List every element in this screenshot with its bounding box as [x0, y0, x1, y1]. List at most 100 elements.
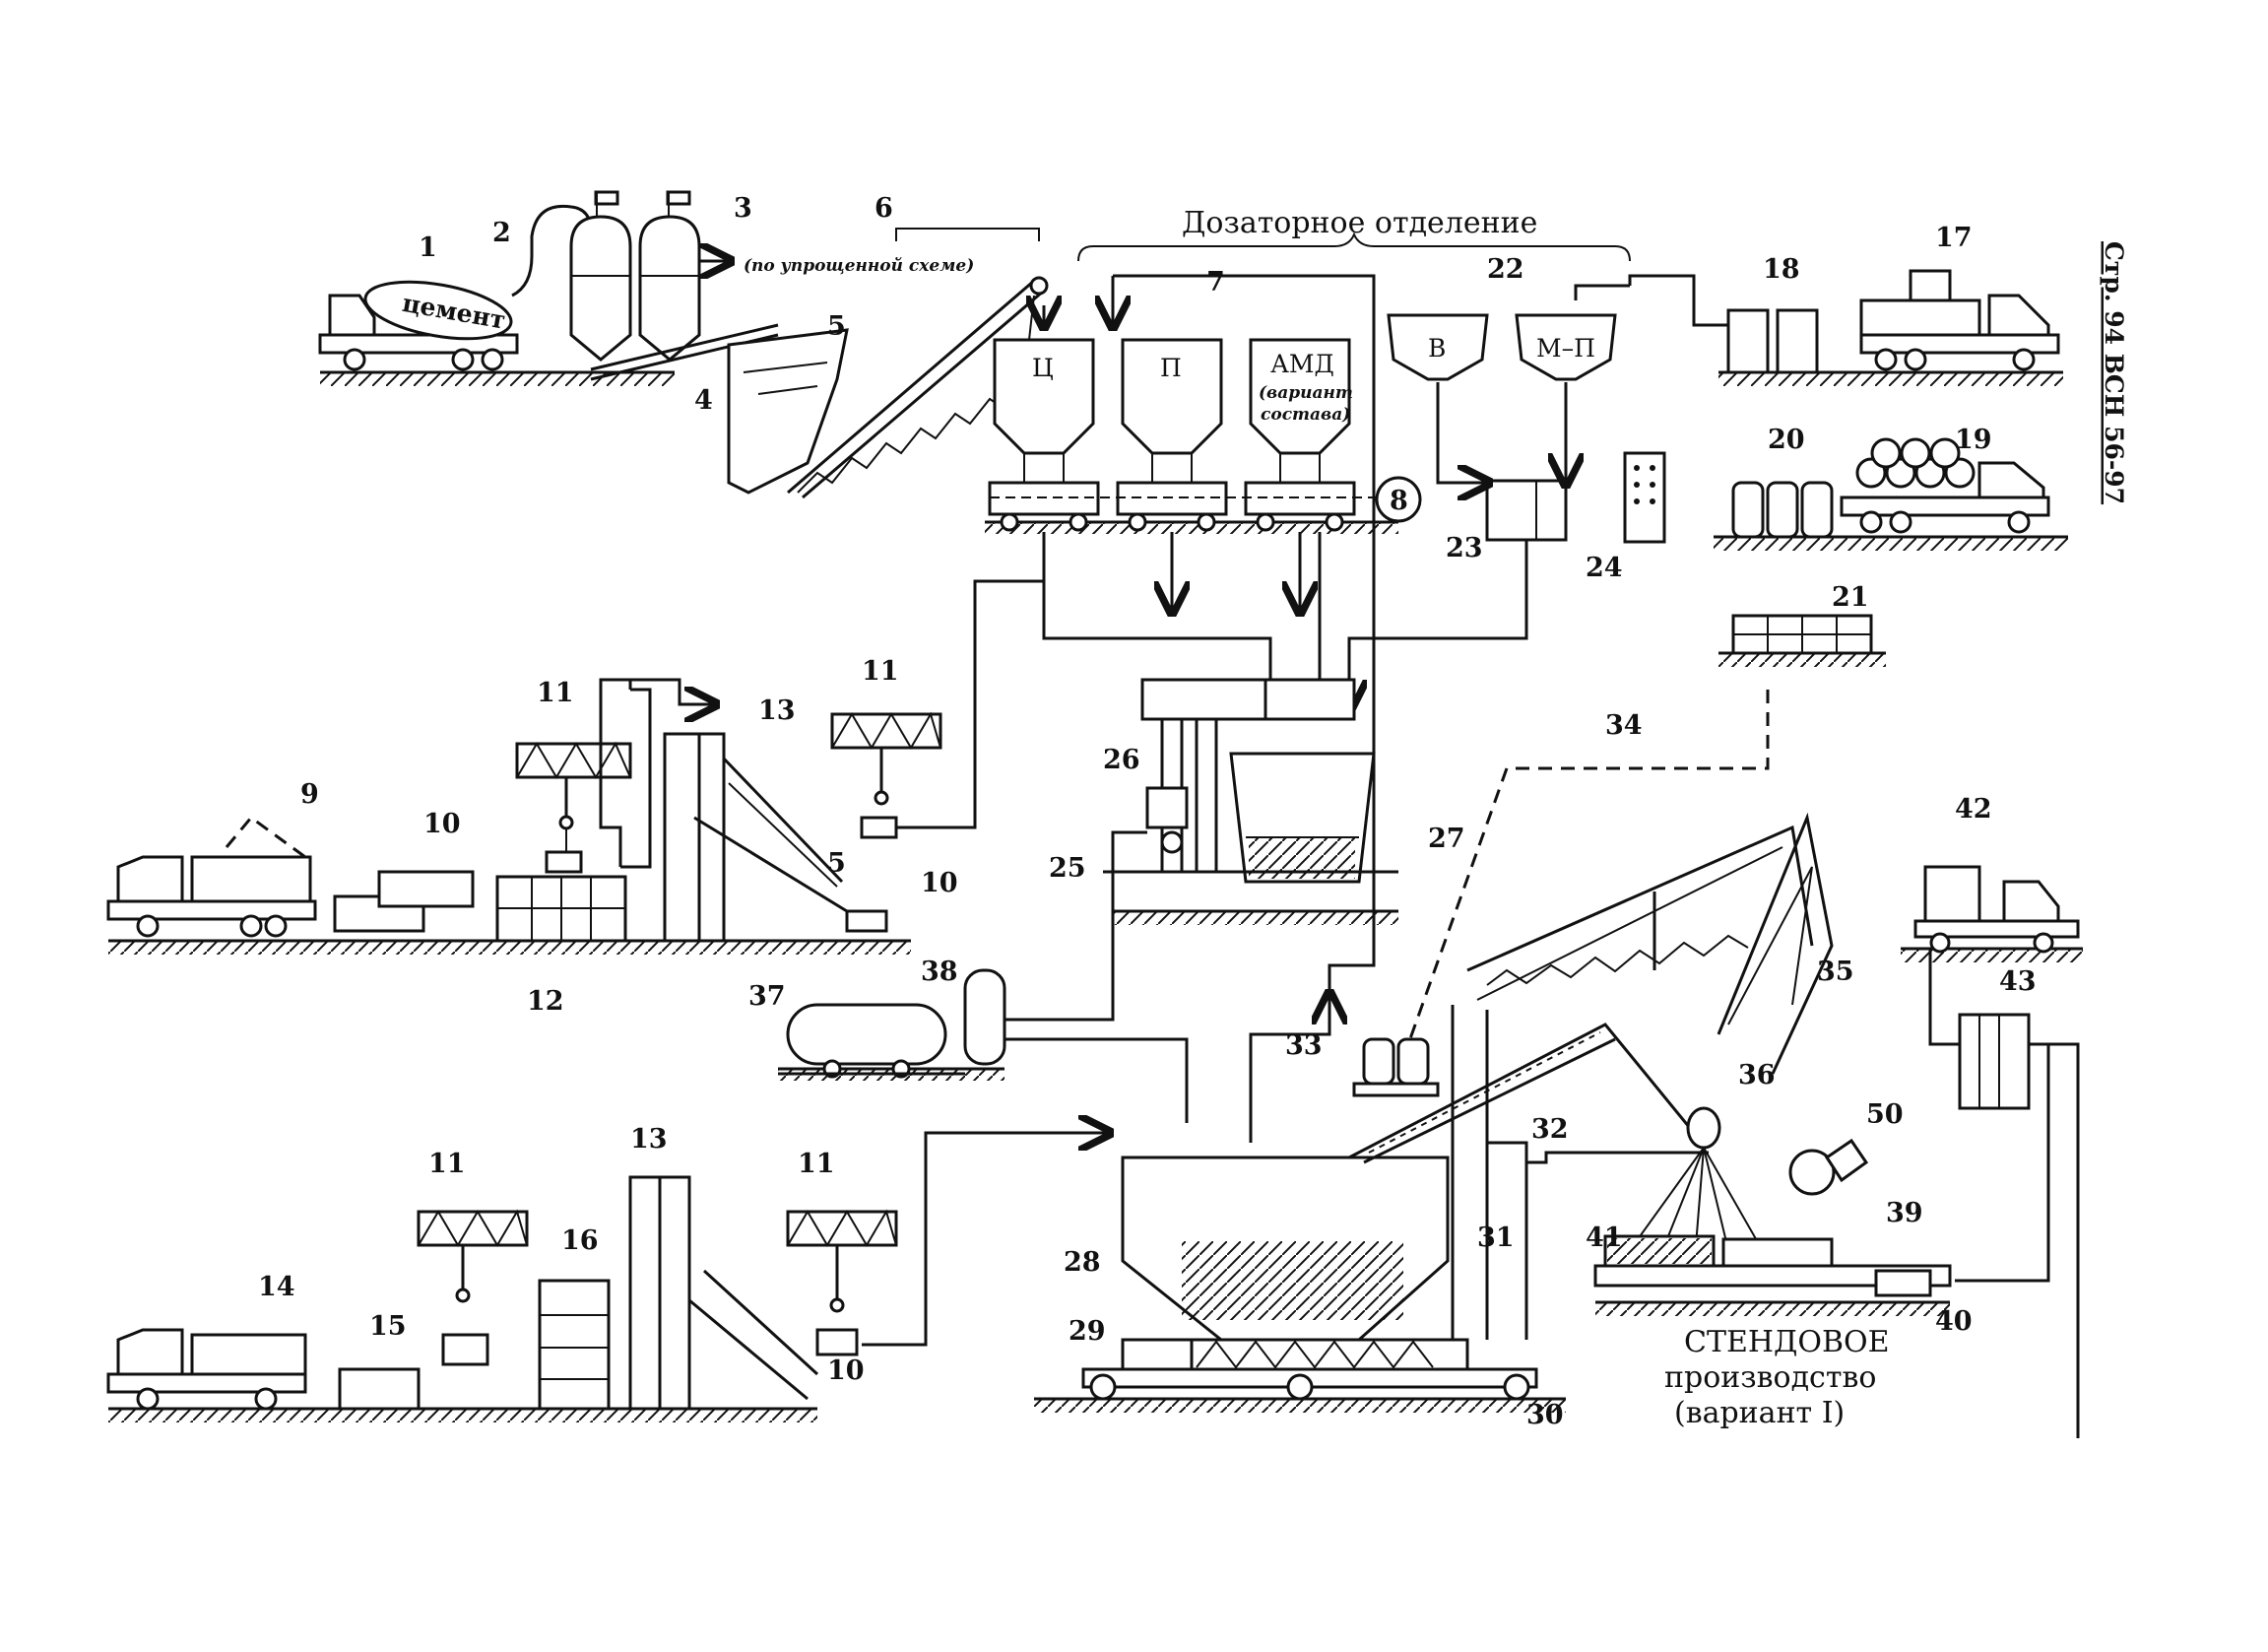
pos-5a: 5 [827, 311, 846, 342]
pos-17: 17 [1935, 223, 1973, 253]
pos-6: 6 [875, 193, 893, 224]
receiving-hopper-bottom [628, 1175, 819, 1411]
pos-26: 26 [1103, 745, 1140, 775]
pneumatic-pipeline [511, 204, 593, 297]
reinforcement-frames [1958, 1013, 2031, 1110]
pos-41: 41 [1586, 1222, 1623, 1253]
page-reference: Стр. 94 ВСН 56-97 [2100, 241, 2128, 504]
pos-33: 33 [1285, 1030, 1323, 1061]
concrete-mixer [1103, 678, 1398, 884]
simplified-scheme-note: (по упрощенной схеме) [744, 256, 974, 276]
air-line [1004, 830, 1189, 1123]
middle-line-connections [599, 532, 1046, 869]
pos-37: 37 [748, 981, 786, 1012]
boom-arm [1717, 812, 1834, 1075]
reinforcement-truck [1913, 865, 2080, 954]
pos-31: 31 [1477, 1222, 1515, 1253]
block-warehouse [1731, 614, 1873, 655]
hopper-sand-label: П [1160, 354, 1182, 382]
pos-30: 30 [1526, 1400, 1564, 1430]
pos-4: 4 [694, 385, 713, 416]
bottom-pallet-stack [338, 1367, 421, 1411]
pos-38: 38 [921, 957, 958, 987]
pos-2: 2 [492, 218, 511, 248]
pos-29: 29 [1069, 1316, 1106, 1347]
admixture-truck [1859, 269, 2060, 371]
cement-silos [569, 190, 701, 362]
pos-10c: 10 [827, 1355, 865, 1386]
block-stack [495, 875, 627, 943]
aggregate-truck [106, 815, 317, 938]
pos-15: 15 [369, 1311, 407, 1342]
pos-3: 3 [734, 193, 752, 224]
pos-21: 21 [1832, 582, 1869, 613]
overhead-crane-middle-right [830, 711, 942, 933]
overhead-crane-bottom-left [417, 1209, 529, 1366]
pos-18: 18 [1763, 254, 1800, 285]
pos-42: 42 [1955, 794, 1992, 825]
small-barrels [1352, 1037, 1440, 1097]
stand-forms [1593, 1234, 1952, 1297]
pos-39: 39 [1886, 1198, 1923, 1228]
barrels-storage [1731, 481, 1834, 539]
aggregate-feeder-hopper [727, 328, 849, 495]
pos-36: 36 [1738, 1060, 1776, 1090]
spray-nozzle [1614, 1106, 1764, 1272]
pos-11c: 11 [428, 1149, 466, 1179]
pos-13a: 13 [758, 695, 796, 726]
stand-production-line-1: СТЕНДОВОЕ [1684, 1325, 1890, 1359]
hopper-cement [988, 338, 1100, 532]
pos-10a: 10 [423, 809, 461, 839]
pos-24: 24 [1586, 553, 1623, 583]
stand-production-line-2: производство [1664, 1360, 1876, 1395]
dashed-supply-line [1406, 690, 1770, 1045]
pos-19: 19 [1955, 425, 1992, 455]
pos-32: 32 [1531, 1114, 1569, 1145]
barrels-truck [1840, 437, 2050, 534]
pos-43: 43 [1999, 966, 2037, 997]
pos-23: 23 [1446, 533, 1483, 563]
hopper-amd-label: АМД [1270, 350, 1334, 378]
liquid-dispenser [1485, 479, 1568, 542]
mortar-pump-hopper [1081, 1156, 1538, 1401]
pos-9: 9 [300, 779, 319, 810]
bottom-aggregate-truck [106, 1328, 307, 1411]
compressor [778, 1003, 965, 1079]
hopper-amd [1244, 338, 1356, 532]
inclined-conveyor-to-silos [787, 276, 1049, 499]
air-receiver [963, 968, 1006, 1066]
pos-16: 16 [561, 1225, 599, 1256]
aggregate-pallets [333, 870, 475, 933]
spray-camera [1788, 1138, 1869, 1196]
hopper-admixture [1515, 313, 1617, 381]
pos-11d: 11 [798, 1149, 835, 1179]
stand-production-line-3: (вариант I) [1674, 1396, 1845, 1430]
pos-50: 50 [1866, 1099, 1904, 1130]
dosing-department-header: Дозаторное отделение [1077, 206, 1631, 262]
pos-12: 12 [527, 986, 564, 1017]
bottom-block-column [538, 1279, 611, 1411]
pos-8: 8 [1390, 486, 1408, 516]
pos-10b: 10 [921, 868, 958, 898]
pos-11b: 11 [862, 656, 899, 687]
pos-11a: 11 [537, 678, 574, 708]
pos-25: 25 [1049, 853, 1086, 884]
pos-35: 35 [1817, 957, 1854, 987]
overhead-crane-middle-left [515, 741, 632, 874]
cement-truck [318, 280, 519, 371]
delivery-conveyor [1348, 1023, 1696, 1164]
pos-28: 28 [1064, 1247, 1101, 1278]
admixture-containers [1726, 308, 1819, 374]
pos-1: 1 [419, 232, 437, 263]
hopper-amd-note-line-1: (вариант [1259, 383, 1353, 403]
overhead-crane-bottom-right [786, 1209, 898, 1356]
control-panel-dots [1634, 465, 1655, 504]
pos-27: 27 [1428, 824, 1465, 854]
hopper-admixture-label: М–П [1536, 334, 1595, 363]
pos-5b: 5 [827, 848, 846, 879]
pos-22: 22 [1487, 254, 1524, 285]
hopper-water-label: В [1428, 334, 1446, 363]
hopper-water [1387, 313, 1489, 381]
pos-20: 20 [1768, 425, 1805, 455]
